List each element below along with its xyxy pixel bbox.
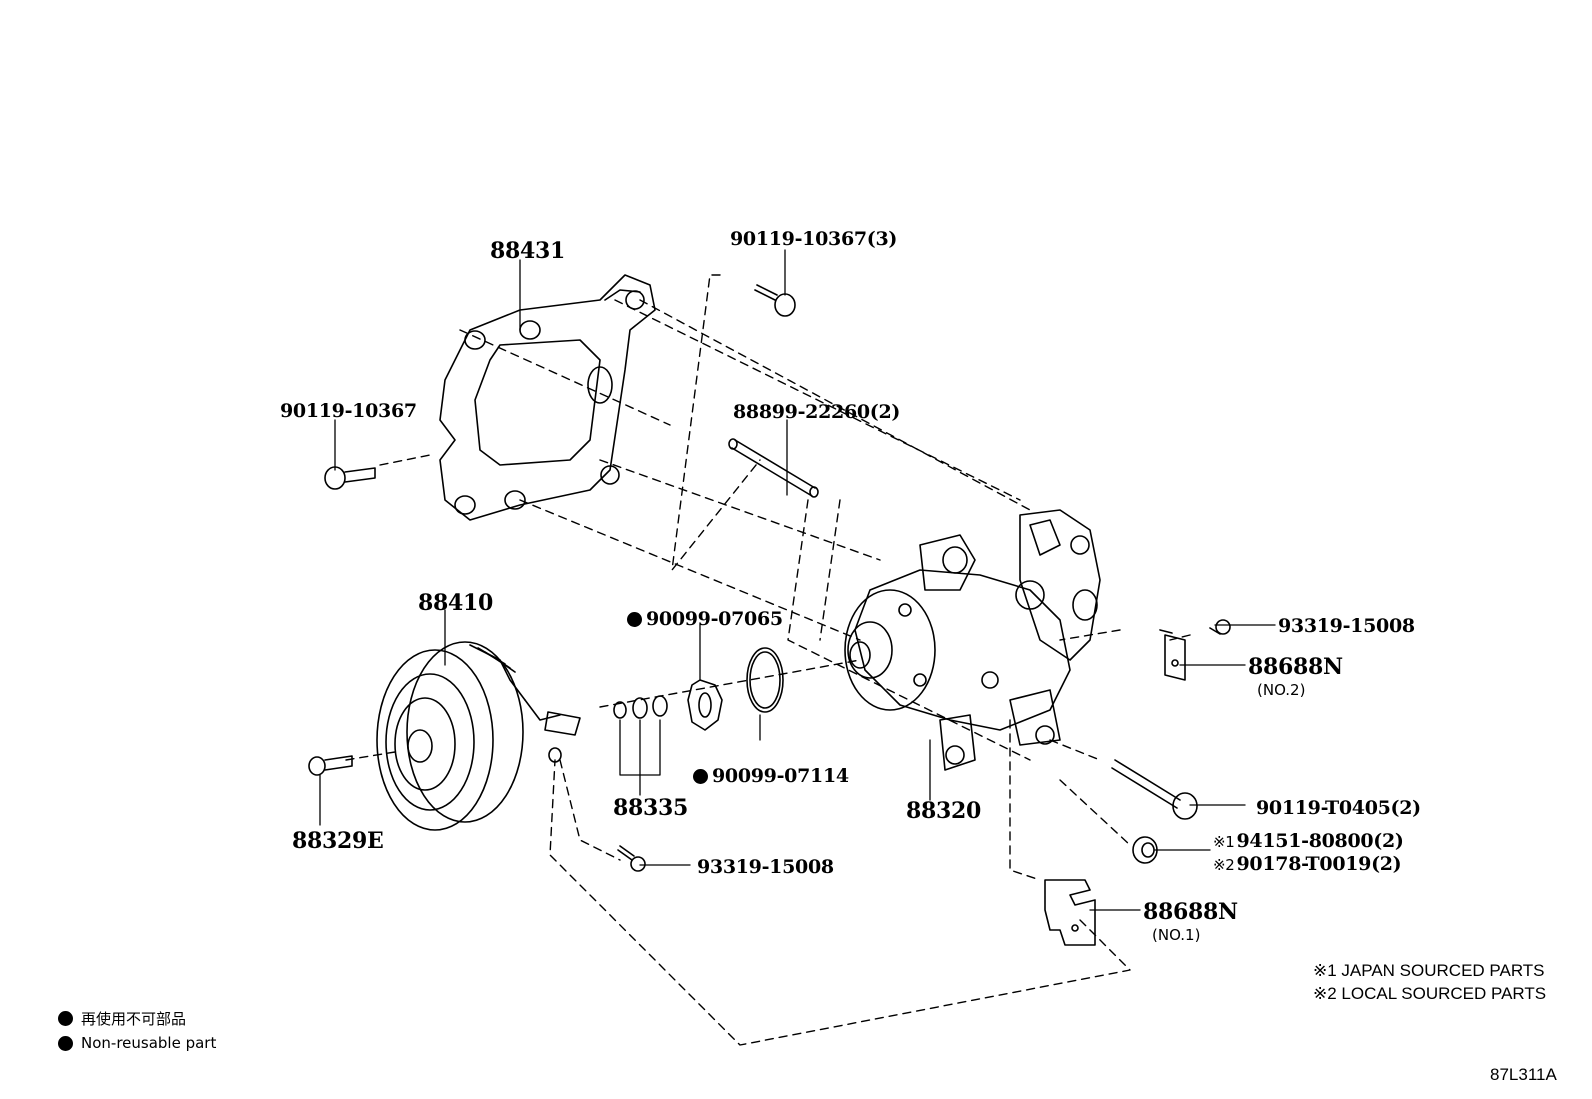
screw-93319-15008-right (1209, 619, 1231, 635)
label-88688n-no1-sub: (NO.1) (1152, 926, 1201, 944)
label-88899-22260-2: 88899-22260(2) (733, 401, 901, 423)
bolt-90119-10367-top (754, 284, 796, 317)
snap-ring-90099-07114 (746, 647, 784, 713)
label-88329e: 88329E (292, 828, 384, 854)
legend-japanese-text: 再使用不可部品 (81, 1010, 187, 1028)
bracket-88688n-no1 (1044, 879, 1096, 946)
note-local-sourced: ※2 LOCAL SOURCED PARTS (1313, 984, 1547, 1003)
bolt-88329e (308, 755, 353, 776)
label-88320: 88320 (906, 798, 982, 824)
legend-english-text: Non-reusable part (81, 1034, 217, 1052)
label-88688n-no2-sub: (NO.2) (1257, 681, 1306, 699)
label-90099-07114-text: 90099-07114 (712, 765, 849, 787)
compressor-88320 (844, 509, 1101, 771)
non-reusable-marker-icon (693, 768, 708, 784)
diagram-reference-code: 87L311A (1490, 1065, 1557, 1084)
label-93319-15008-lower: 93319-15008 (697, 856, 834, 878)
shims-88335 (613, 695, 668, 719)
label-90119-10367-3: 90119-10367(3) (730, 228, 898, 250)
label-90099-07065: 90099-07065 (627, 608, 783, 630)
leader-lines (319, 249, 1276, 911)
label-90099-07065-text: 90099-07065 (646, 608, 783, 630)
bracket-88431 (439, 274, 656, 521)
label-93319-15008-right: 93319-15008 (1278, 615, 1415, 637)
legend-row-japanese: 再使用不可部品 (58, 1008, 186, 1029)
label-88410: 88410 (418, 590, 494, 616)
label-88688n-no2: 88688N (1248, 654, 1343, 680)
non-reusable-marker-icon (58, 1035, 73, 1051)
legend-row-english: Non-reusable part (58, 1034, 216, 1052)
snap-ring-90099-07065 (687, 679, 723, 731)
non-reusable-marker-icon (627, 611, 642, 627)
pulley-88410 (376, 641, 581, 831)
label-90178-t0019-2-text: 90178-T0019(2) (1236, 853, 1402, 875)
mark-1: ※1 (1213, 833, 1235, 851)
bolt-90119-10367-left (324, 466, 376, 490)
bolt-90119-t0405 (1111, 759, 1198, 820)
label-88335: 88335 (613, 795, 689, 821)
non-reusable-marker-icon (58, 1011, 73, 1026)
label-90119-t0405-2: 90119-T0405(2) (1256, 797, 1421, 819)
stud-88899-22260 (728, 438, 819, 498)
label-88431: 88431 (490, 238, 566, 264)
label-90099-07114: 90099-07114 (693, 765, 849, 787)
assembly-dashed-lines (345, 274, 1191, 1046)
label-88688n-no1: 88688N (1143, 899, 1238, 925)
bracket-88688n-no2 (1159, 629, 1186, 681)
mark-2: ※2 (1213, 856, 1235, 874)
label-90119-10367: 90119-10367 (280, 400, 417, 422)
note-japan-sourced: ※1 JAPAN SOURCED PARTS (1313, 961, 1545, 980)
nut-94151-90178 (1132, 836, 1158, 864)
screw-93319-15008-lower (617, 845, 646, 872)
label-94151-80800-2-text: 94151-80800(2) (1236, 830, 1404, 852)
